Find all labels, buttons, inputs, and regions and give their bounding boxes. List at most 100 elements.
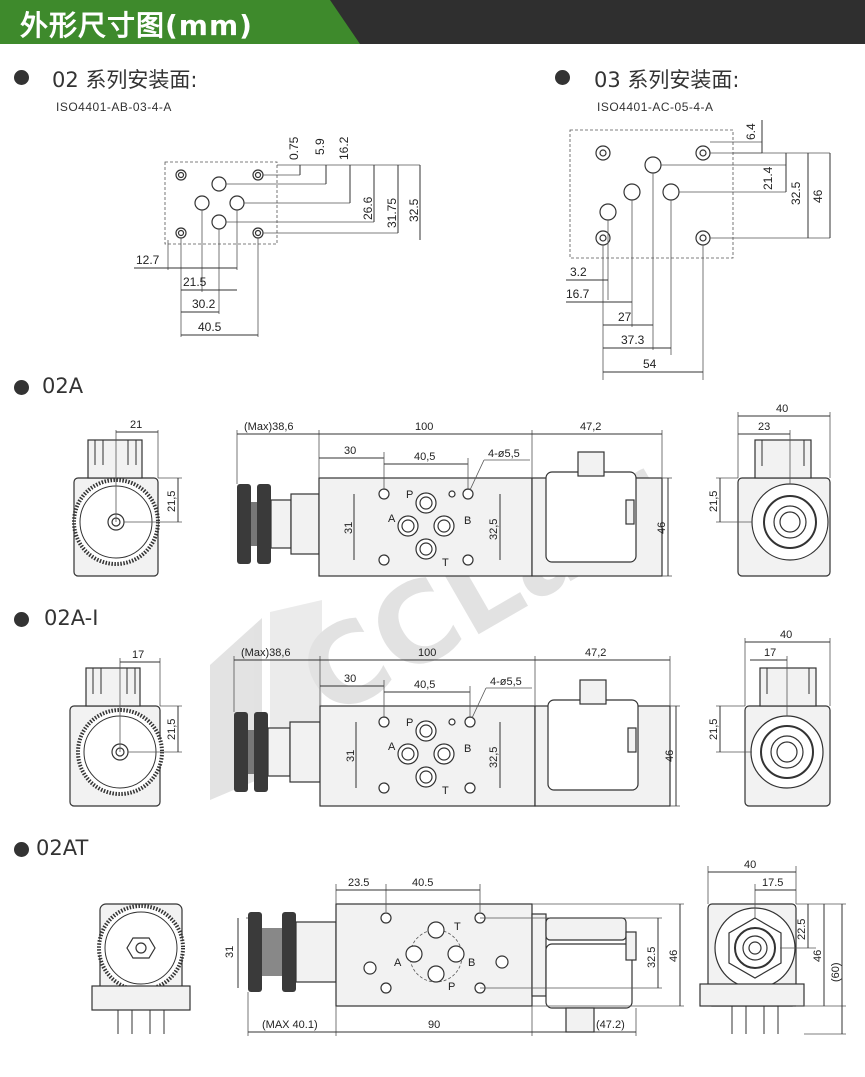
- dim-02A-I-46: 46: [664, 750, 676, 762]
- view-02A: 21 21,5 P A B T: [72, 403, 831, 577]
- section-03-standard: ISO4401-AC-05-4-A: [597, 100, 714, 114]
- dim-02A-right-w: 40: [776, 403, 788, 415]
- port-02AT-T: T: [454, 921, 461, 933]
- dim-02A-I-left-w: 17: [132, 649, 144, 661]
- view-02A-I-left: 17 21,5: [69, 649, 182, 807]
- dim-02AT-40-5: 40.5: [412, 877, 433, 889]
- dim-54: 54: [643, 357, 657, 371]
- bullet-02: [14, 70, 29, 85]
- bullet-02AT: [14, 842, 29, 857]
- dim-02A-right-h: 21,5: [708, 491, 720, 512]
- port-02AT-A: A: [394, 957, 402, 969]
- dim-21-5: 21.5: [183, 275, 207, 289]
- dim-02A-len: 100: [415, 421, 433, 433]
- dim-32-5-v02: 32.5: [407, 198, 421, 222]
- mounting-face-02: 0.75 5.9 16.2 26.6 31.75 32.5 12.7 21.5 …: [134, 136, 421, 337]
- dim-26-6: 26.6: [361, 196, 375, 220]
- dim-32-5-v03: 32.5: [789, 181, 803, 205]
- dim-02AT-right-h3: (60): [830, 962, 842, 982]
- page-title: 外形尺寸图(mm): [20, 9, 253, 42]
- dim-02A-I-40-5: 40,5: [414, 679, 435, 691]
- dim-6-4: 6.4: [744, 123, 758, 140]
- mounting-face-03: 6.4 21.4 32.5 46 3.2 16.7 27 37.3 54: [566, 120, 831, 380]
- dim-02A-40-5: 40,5: [414, 451, 435, 463]
- dim-5-9: 5.9: [313, 138, 327, 155]
- dim-02A-30: 30: [344, 445, 356, 457]
- view-02A-I: 17 21,5 P A B T: [69, 629, 831, 807]
- view-02AT-right: 40 17.5 22.5 46 (60): [699, 859, 846, 1035]
- port-02A-P: P: [406, 489, 413, 501]
- view-02A-I-front: P A B T (Max)38,6 100 47,2 30 40,5 4-ø5,…: [233, 647, 680, 807]
- header-tab: [0, 0, 360, 44]
- dim-30-2: 30.2: [192, 297, 216, 311]
- view-02AT-label: 02AT: [36, 836, 89, 860]
- dim-02A-46: 46: [656, 522, 668, 534]
- dim-02AT-right-w: 40: [744, 859, 756, 871]
- port-02A-T: T: [442, 557, 449, 569]
- dim-37-3: 37.3: [621, 333, 645, 347]
- dim-02A-left-w: 21: [130, 419, 142, 431]
- dim-21-4: 21.4: [761, 166, 775, 190]
- view-02A-left: 21 21,5: [72, 419, 182, 577]
- dim-02A-I-31: 31: [345, 750, 357, 762]
- dim-02AT-right-h1: 22.5: [796, 919, 808, 940]
- view-02AT-front: T A B P 23.5 40.5 (MAX 40.1) 90 (47.2) 3…: [224, 877, 684, 1036]
- dim-02A-holes: 4-ø5,5: [488, 448, 520, 460]
- port-02AT-P: P: [448, 981, 455, 993]
- port-02A-I-A: A: [388, 741, 396, 753]
- dim-02A-right-w2: 23: [758, 421, 770, 433]
- dim-02A-I-coil: 47,2: [585, 647, 606, 659]
- dim-02A-I-right-w2: 17: [764, 647, 776, 659]
- section-02-title: 02 系列安装面:: [52, 68, 198, 92]
- port-02A-A: A: [388, 513, 396, 525]
- dim-02A-I-max: (Max)38,6: [241, 647, 291, 659]
- dim-02AT-len: 90: [428, 1019, 440, 1031]
- port-02A-I-P: P: [406, 717, 413, 729]
- view-02A-I-right: 40 17 21,5: [708, 629, 831, 807]
- dim-27: 27: [618, 310, 632, 324]
- dim-02AT-23-5: 23.5: [348, 877, 369, 889]
- bullet-02A-I: [14, 612, 29, 627]
- dim-16-2: 16.2: [337, 136, 351, 160]
- dim-02AT-right-w2: 17.5: [762, 877, 783, 889]
- dim-02AT-max: (MAX 40.1): [262, 1019, 318, 1031]
- dim-02A-32-5: 32,5: [488, 519, 500, 540]
- dim-16-7: 16.7: [566, 287, 590, 301]
- section-02-standard: ISO4401-AB-03-4-A: [56, 100, 172, 114]
- view-02AT: T A B P 23.5 40.5 (MAX 40.1) 90 (47.2) 3…: [91, 859, 846, 1036]
- dim-02AT-right-h2: 46: [812, 950, 824, 962]
- dim-02A-I-len: 100: [418, 647, 436, 659]
- dim-0-75: 0.75: [287, 136, 301, 160]
- port-02AT-B: B: [468, 957, 475, 969]
- dim-02AT-46: 46: [668, 950, 680, 962]
- port-02A-B: B: [464, 515, 471, 527]
- dim-02A-I-32-5: 32,5: [488, 747, 500, 768]
- dim-02A-I-right-w: 40: [780, 629, 792, 641]
- dim-02A-I-holes: 4-ø5,5: [490, 676, 522, 688]
- dim-46-v03: 46: [811, 189, 825, 203]
- port-02A-I-B: B: [464, 743, 471, 755]
- bullet-03: [555, 70, 570, 85]
- dim-02A-coil: 47,2: [580, 421, 601, 433]
- dim-02AT-32-5: 32.5: [646, 947, 658, 968]
- view-02A-I-label: 02A-I: [44, 606, 99, 630]
- dim-02A-I-30: 30: [344, 673, 356, 685]
- view-02A-right: 40 23 21,5: [708, 403, 831, 577]
- dim-02A-I-right-h: 21,5: [708, 719, 720, 740]
- dim-31-75: 31.75: [385, 198, 399, 228]
- view-02A-front: P A B T (Max)38,6 100 47,2 30 40,5 4-ø5,…: [236, 421, 672, 577]
- dim-02AT-coil: (47.2): [596, 1019, 625, 1031]
- view-02A-label: 02A: [42, 374, 84, 398]
- dim-02A-31: 31: [343, 522, 355, 534]
- view-02AT-left: [91, 903, 191, 1034]
- dim-3-2: 3.2: [570, 265, 587, 279]
- dim-02A-max: (Max)38,6: [244, 421, 294, 433]
- dim-02A-I-left-h: 21,5: [166, 719, 178, 740]
- dim-40-5-h02: 40.5: [198, 320, 222, 334]
- bullet-02A: [14, 380, 29, 395]
- port-02A-I-T: T: [442, 785, 449, 797]
- section-03-title: 03 系列安装面:: [594, 68, 740, 92]
- dim-02A-left-h: 21,5: [166, 491, 178, 512]
- dim-02AT-31: 31: [224, 946, 236, 958]
